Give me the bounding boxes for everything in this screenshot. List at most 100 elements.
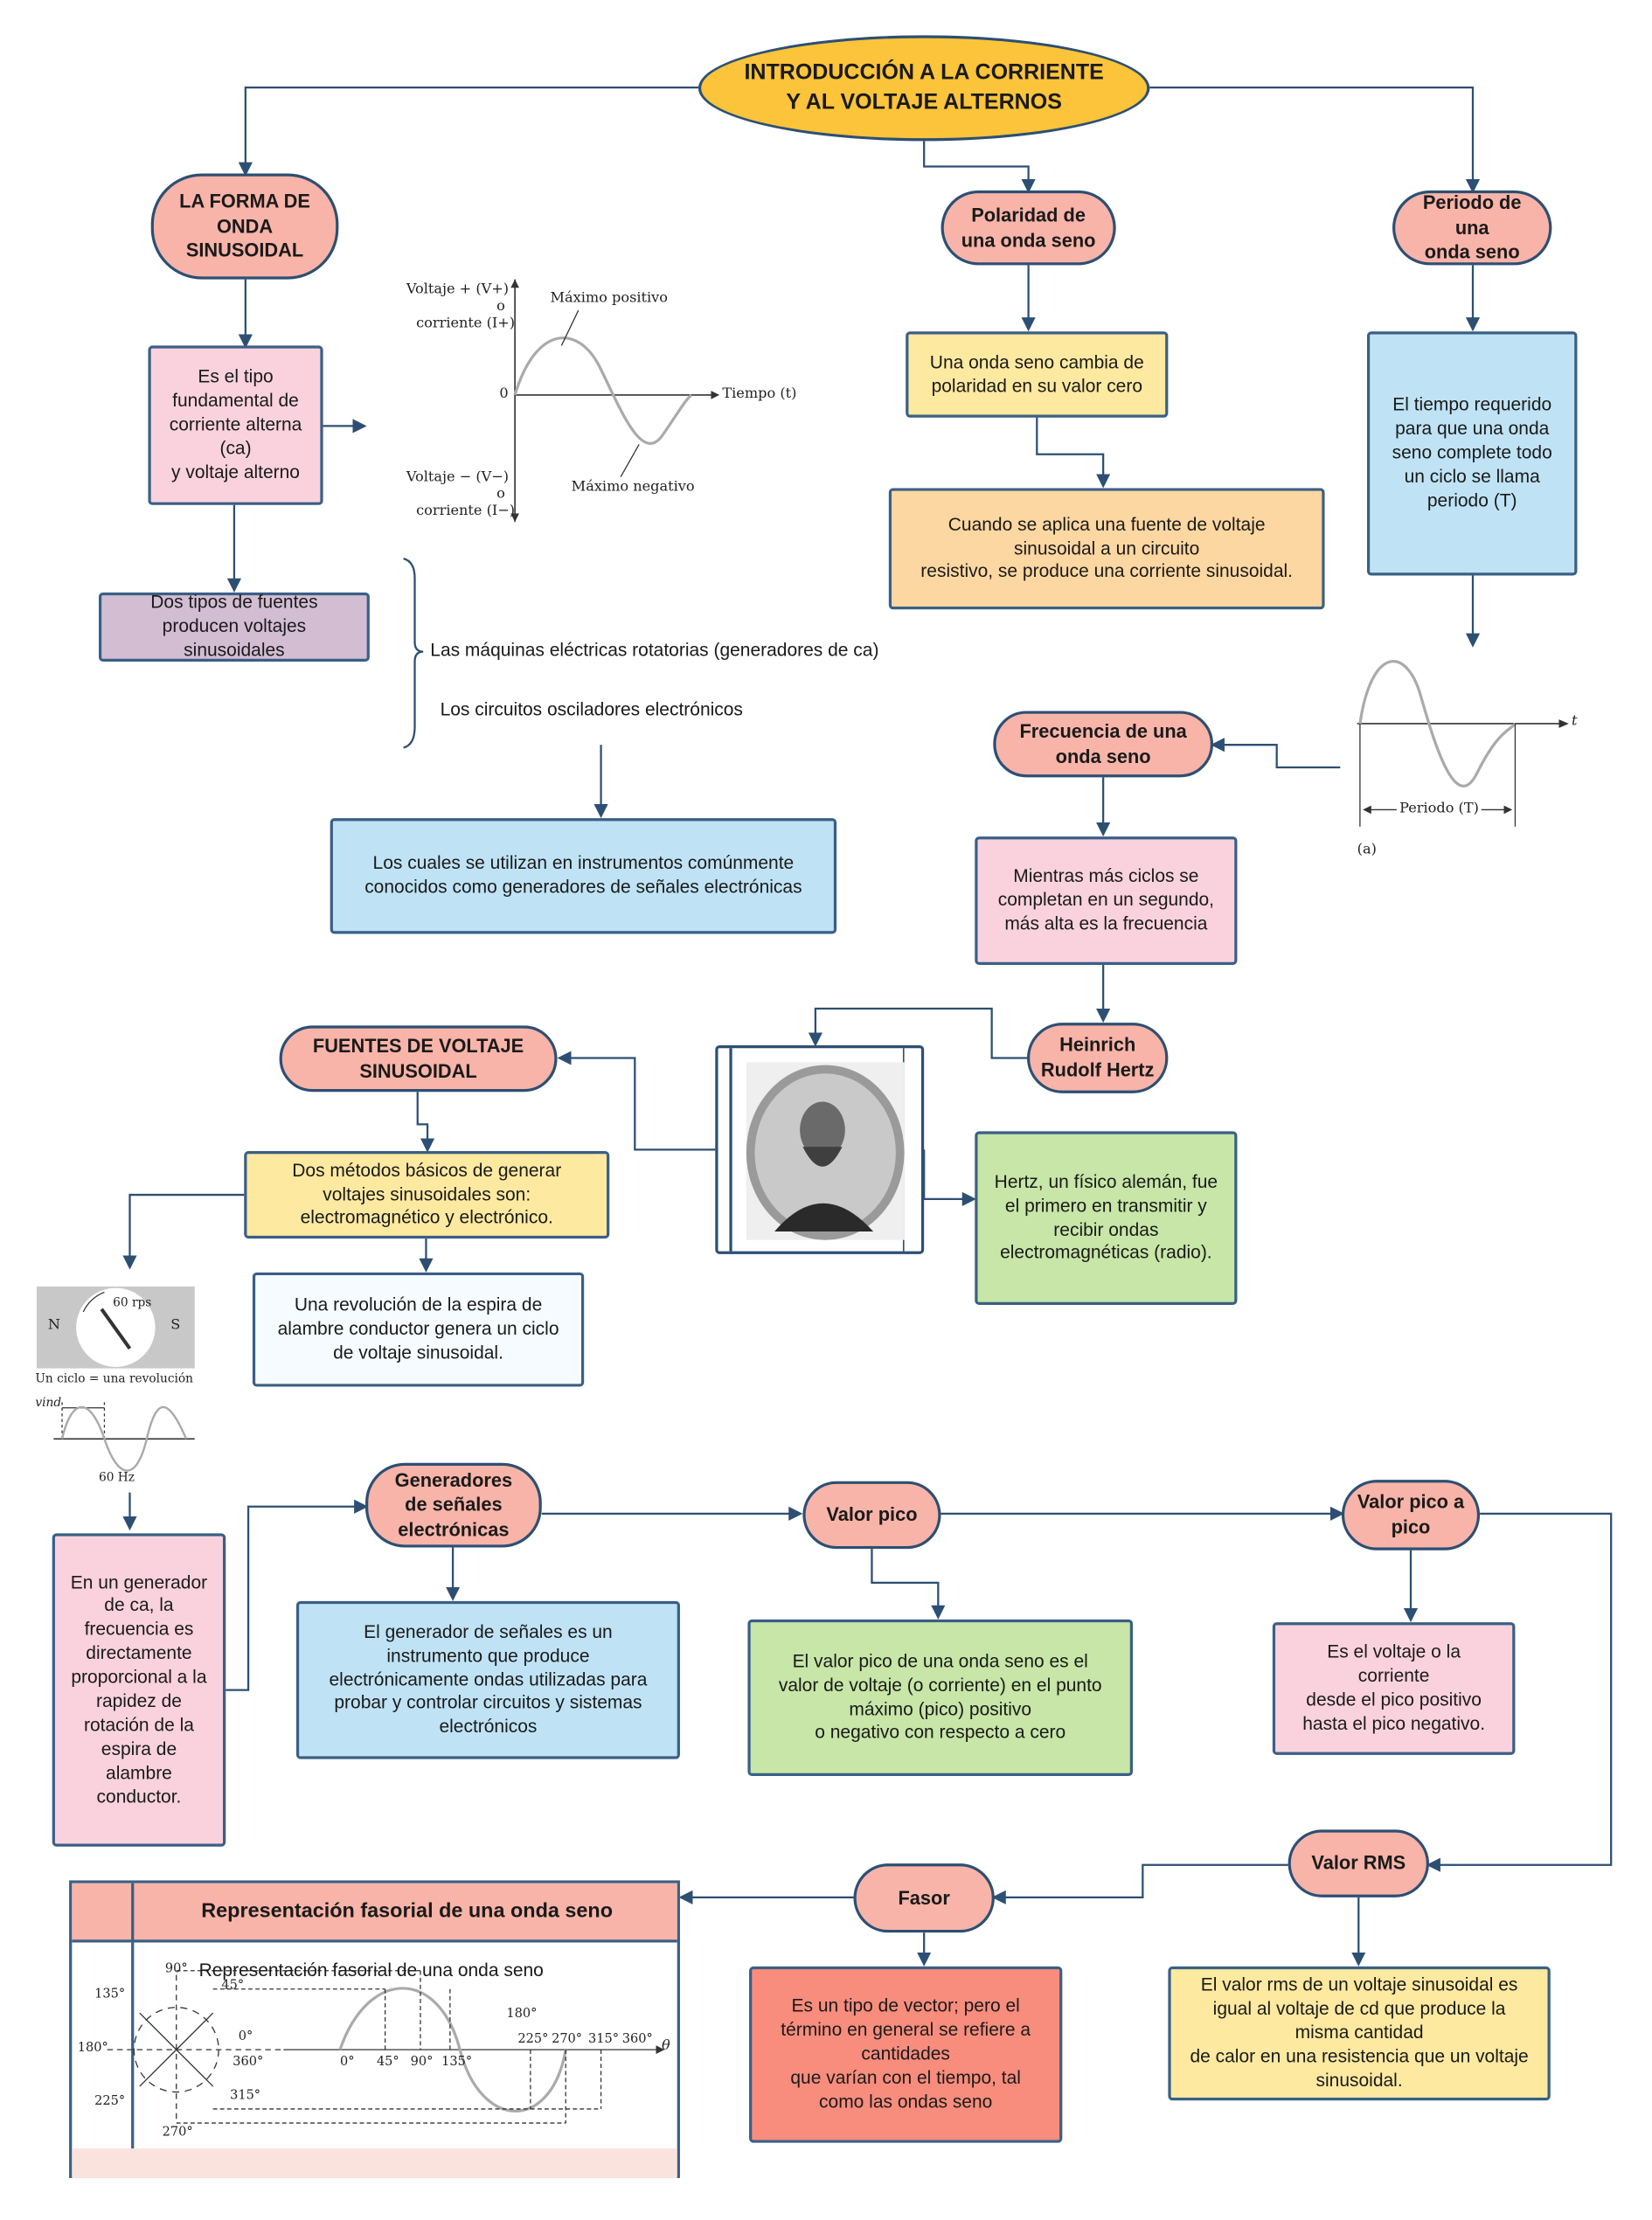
wv-225: 225°	[517, 2032, 549, 2047]
period-figure: t Periodo (T) (a)	[1343, 646, 1590, 871]
pico-pico-desc-text: Es el voltaje o la corriente desde el pi…	[1302, 1641, 1486, 1734]
sine-o2: o	[496, 486, 505, 503]
fasorial-header-text: Representación fasorial de una onda seno	[201, 1900, 614, 1923]
hertz-node: Heinrich Rudolf Hertz	[1026, 1023, 1169, 1093]
rms-desc-box: El valor rms de un voltaje sinusoidal es…	[1168, 1966, 1551, 2101]
gen-n: N	[47, 1317, 60, 1334]
fasorial-divider	[131, 1883, 135, 2175]
hertz-photo	[715, 1044, 925, 1254]
sine-wave-graphic	[510, 279, 720, 523]
gen-rps: 60 rps	[113, 1296, 152, 1311]
arrow-picopico-rms	[1426, 1512, 1613, 1872]
ph-360: 360°	[233, 2055, 264, 2070]
generador-ca-text: En un generador de ca, la frecuencia es …	[70, 1571, 208, 1807]
wv-135: 135°	[441, 2055, 473, 2070]
maquinas-text: Las máquinas eléctricas rotatorias (gene…	[430, 639, 879, 661]
fuentes-node: FUENTES DE VOLTAJE SINUSOIDAL	[279, 1025, 558, 1093]
revolucion-box: Una revolución de la espira de alambre c…	[252, 1272, 585, 1387]
frecuencia-desc-box: Mientras más ciclos se completan en un s…	[975, 836, 1238, 965]
instrumentos-text: Los cuales se utilizan en instrumentos c…	[364, 852, 802, 898]
tipo-fundamental-text: Es el tipo fundamental de corriente alte…	[169, 365, 302, 482]
ph-225: 225°	[94, 2094, 126, 2109]
wv-180: 180°	[506, 2007, 538, 2022]
rms-text: Valor RMS	[1311, 1852, 1406, 1874]
valor-pico-text: Valor pico	[826, 1503, 918, 1526]
fuente-voltaje-box: Cuando se aplica una fuente de voltaje s…	[888, 488, 1325, 610]
arrow-photo-fuentes	[557, 1051, 716, 1151]
hertz-desc-text: Hertz, un físico alemán, fue el primero …	[994, 1170, 1218, 1264]
generadores-desc-text: El generador de señales es un instrument…	[329, 1620, 648, 1738]
ph-180: 180°	[77, 2041, 108, 2056]
generadores-node: Generadores de señales electrónicas	[365, 1462, 542, 1548]
arrow-photo-desc	[923, 1149, 976, 1206]
period-caption: (a)	[1357, 842, 1377, 858]
revolucion-text: Una revolución de la espira de alambre c…	[277, 1294, 559, 1363]
arrow-title-polaridad	[923, 141, 1036, 194]
wv-45: 45°	[376, 2055, 399, 2070]
polaridad-desc-box: Una onda seno cambia de polaridad en su …	[906, 331, 1169, 418]
valor-pico-desc-text: El valor pico de una onda seno es el val…	[778, 1649, 1102, 1743]
arrow-metodos-gen	[122, 1193, 245, 1270]
generadores-text: Generadores de señales electrónicas	[394, 1469, 513, 1541]
portrait-graphic	[746, 1062, 905, 1240]
gen-s: S	[170, 1317, 181, 1334]
tipo-fundamental-box: Es el tipo fundamental de corriente alte…	[148, 345, 323, 505]
ph-45: 45°	[221, 1979, 245, 1994]
hertz-text: Heinrich Rudolf Hertz	[1040, 1034, 1155, 1081]
title-node: INTRODUCCIÓN A LA CORRIENTE Y AL VOLTAJE…	[698, 35, 1150, 142]
generadores-desc-box: El generador de señales es un instrument…	[295, 1600, 680, 1759]
ph-90: 90°	[164, 1962, 188, 1977]
period-t: t	[1571, 713, 1578, 730]
wv-360: 360°	[621, 2032, 653, 2047]
sine-maxneg: Máximo negativo	[571, 479, 695, 496]
wv-90: 90°	[410, 2055, 434, 2070]
ph-315: 315°	[230, 2089, 261, 2104]
arrow-title-periodo	[1149, 86, 1481, 194]
rms-node: Valor RMS	[1288, 1829, 1429, 1897]
frecuencia-desc-text: Mientras más ciclos se completan en un s…	[997, 864, 1215, 934]
frecuencia-text: Frecuencia de una onda seno	[1019, 720, 1187, 767]
pico-pico-node: Valor pico a pico	[1341, 1480, 1481, 1551]
generator-figure: N S 60 rps Un ciclo = una revolución vin…	[34, 1284, 200, 1490]
fuentes-text: FUENTES DE VOLTAJE SINUSOIDAL	[312, 1035, 524, 1082]
brace	[403, 558, 424, 749]
polaridad-node: Polaridad de una onda seno	[941, 190, 1116, 266]
period-graphic	[1357, 660, 1569, 827]
valor-pico-desc-box: El valor pico de una onda seno es el val…	[747, 1619, 1134, 1777]
forma-onda-text: LA FORMA DE ONDA SINUSOIDAL	[179, 191, 310, 262]
gen-cycle: Un ciclo = una revolución	[35, 1372, 194, 1387]
fasorial-caption: Representación fasorial de una onda seno	[198, 1959, 544, 1981]
ph-0: 0°	[238, 2029, 253, 2044]
sine-ytop2: corriente (I+)	[416, 316, 516, 332]
dos-metodos-box: Dos métodos básicos de generar voltajes …	[244, 1151, 610, 1239]
hertz-desc-box: Hertz, un físico alemán, fue el primero …	[975, 1131, 1238, 1305]
arrow-title-forma	[238, 86, 698, 177]
fasorial-header	[72, 1883, 677, 1943]
periodo-text: Periodo de una onda seno	[1422, 191, 1522, 263]
arrow-pico-desc	[871, 1549, 946, 1620]
valor-pico-node: Valor pico	[802, 1481, 941, 1550]
gen-hz: 60 Hz	[98, 1471, 135, 1486]
sine-zero: 0	[499, 386, 509, 402]
forma-onda-node: LA FORMA DE ONDA SINUSOIDAL	[150, 173, 339, 280]
rms-desc-text: El valor rms de un voltaje sinusoidal es…	[1190, 1974, 1529, 2091]
phasor-graphic	[107, 1970, 665, 2124]
fasorial-bottom-band	[72, 2148, 677, 2179]
polaridad-desc-text: Una onda seno cambia de polaridad en su …	[929, 350, 1144, 396]
sine-wave-figure: Voltaje + (V+) o corriente (I+) Máximo p…	[395, 268, 804, 537]
wv-0: 0°	[339, 2055, 355, 2070]
arrow-generadorca-generadores	[226, 1499, 369, 1691]
wv-315: 315°	[588, 2032, 620, 2047]
periodo-desc-box: El tiempo requerido para que una onda se…	[1366, 331, 1578, 576]
fasor-text: Fasor	[898, 1887, 950, 1909]
circuitos-text: Los circuitos osciladores electrónicos	[440, 697, 743, 720]
fasor-desc-text: Es un tipo de vector; pero el término en…	[781, 1995, 1031, 2112]
sine-ybot: Voltaje − (V−)	[406, 469, 510, 486]
sine-ybot2: corriente (I−)	[416, 503, 516, 519]
sine-o1: o	[496, 299, 505, 315]
dos-tipos-text: Dos tipos de fuentes producen voltajes s…	[150, 591, 318, 661]
sine-ytop: Voltaje + (V+)	[406, 281, 510, 298]
sine-maxpos: Máximo positivo	[550, 290, 669, 307]
